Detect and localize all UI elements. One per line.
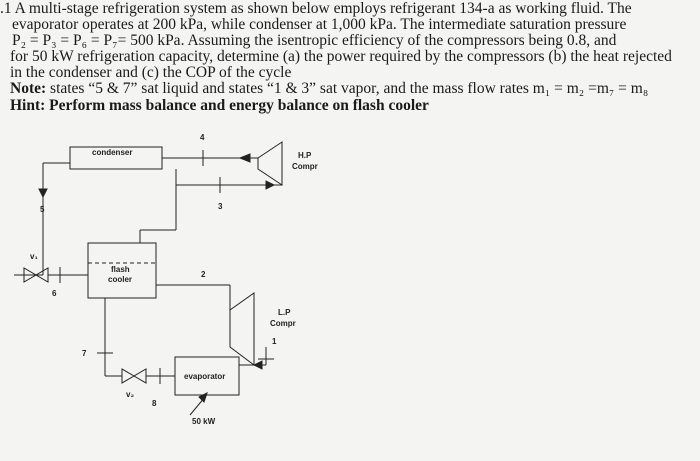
state-7-label: 7 [82,349,87,358]
state-2-label: 2 [201,270,206,279]
note-label: Note: [10,80,47,97]
note-text: states “5 & 7” sat liquid and states “1 … [46,80,649,97]
problem-line-2: evaporator operates at 200 kPa, while co… [12,16,627,33]
valve-2-label: v₂ [126,390,134,399]
lp-compressor-label-1: L.P [278,308,291,317]
flash-cooler-box [87,242,157,299]
valve-1-label: v₁ [30,252,38,261]
state-4-label: 4 [200,133,205,142]
state-3-label: 3 [218,202,223,211]
flash-cooler-label-2: cooler [108,275,132,284]
capacity-label: 50 kW [192,417,216,426]
flash-cooler-label-1: flash [111,265,130,274]
problem-note: Note: states “5 & 7” sat liquid and stat… [10,81,648,97]
condenser-label: condenser [92,148,132,157]
problem-line-1: .1 A multi-stage refrigeration system as… [0,0,632,17]
problem-line-4: for 50 kW refrigeration capacity, determ… [10,48,672,65]
lp-compressor [229,292,255,366]
hp-compressor [257,141,283,186]
evaporator-label: evaporator [184,372,225,381]
state-8-label: 8 [152,399,157,408]
problem-line-3: P₂ = P₃ = P₆ = P₇= 500 kPa. Assuming the… [12,32,617,49]
lp-compressor-label-2: Compr [270,319,296,328]
problem-statement: .1 A multi-stage refrigeration system as… [0,0,700,130]
hp-compressor-label-1: H.P [298,151,312,160]
problem-line-5: in the condenser and (c) the COP of the … [10,64,292,81]
state-6-label: 6 [52,289,57,298]
evaporator-box [174,356,240,396]
state-5-label: 5 [40,205,45,214]
state-1-label: 1 [272,337,277,346]
hp-compressor-label-2: Compr [292,162,318,171]
refrigeration-diagram: condenser H.P Compr flash cooler L.P Com… [14,133,318,426]
problem-hint: Hint: Perform mass balance and energy ba… [10,97,429,114]
